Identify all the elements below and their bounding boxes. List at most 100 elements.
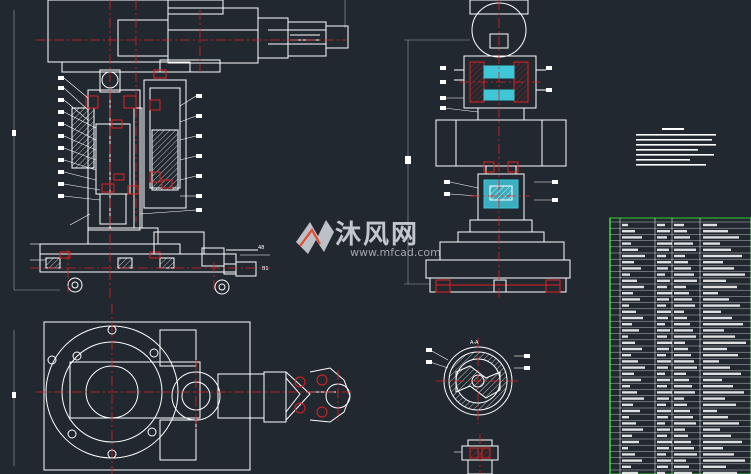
bom-cell-text xyxy=(657,447,669,450)
bom-cell-text xyxy=(622,385,630,388)
bom-cell-text xyxy=(622,397,644,400)
bom-cell-text xyxy=(674,403,687,406)
bom-cell-text xyxy=(622,391,637,394)
bom-cell-text xyxy=(657,428,670,431)
bom-cell-text xyxy=(657,354,666,357)
bom-cell-text xyxy=(674,347,688,351)
bom-cell-text xyxy=(657,248,669,251)
bom-cell-text xyxy=(674,323,690,326)
bom-cell-text xyxy=(674,292,689,295)
bom-cell-text xyxy=(657,459,671,462)
bom-cell-text xyxy=(657,292,672,295)
bom-cell-text xyxy=(674,447,694,450)
bom-cell-text xyxy=(703,329,724,332)
bom-cell-text xyxy=(703,397,725,400)
side-tag: B1 xyxy=(262,266,269,272)
bom-cell-text xyxy=(622,434,632,437)
watermark-logo-icon xyxy=(296,220,334,254)
bom-cell-text xyxy=(657,366,668,369)
bom-cell-text xyxy=(657,316,668,320)
bom-cell-text xyxy=(657,279,670,282)
bom-cell-text xyxy=(657,465,668,468)
bom-cell-text xyxy=(703,409,717,413)
bom-cell-text xyxy=(657,329,670,332)
bom-cell-text xyxy=(622,292,633,295)
bom-cell-text xyxy=(674,230,687,233)
bom-cell-text xyxy=(674,261,688,264)
bom-cell-text xyxy=(703,459,745,462)
bom-cell-text xyxy=(622,416,629,419)
bom-cell-text xyxy=(674,335,696,338)
bom-cell-text xyxy=(622,409,640,413)
bom-cell-text xyxy=(657,323,665,326)
front-view-centerlines xyxy=(30,0,346,300)
bom-cell-text xyxy=(657,385,667,388)
bom-cell-text xyxy=(703,261,723,264)
bom-cell-text xyxy=(657,347,669,351)
bom-cell-text xyxy=(657,230,670,233)
bom-cell-text xyxy=(622,378,641,382)
bom-cell-text xyxy=(622,471,638,474)
bom-cell-text xyxy=(703,267,734,270)
bom-cell-text xyxy=(703,298,729,301)
bom-cell-text xyxy=(622,347,642,351)
bom-cell-text xyxy=(703,273,745,276)
bom-cell-text xyxy=(657,360,671,363)
watermark-url: www.mfcad.com xyxy=(350,246,441,259)
bom-cell-text xyxy=(657,409,671,413)
bom-cell-text xyxy=(622,459,642,462)
bom-cell-text xyxy=(674,366,697,369)
bom-cell-text xyxy=(703,254,742,258)
bom-cell-text xyxy=(657,434,667,437)
bom-cell-text xyxy=(657,223,665,227)
bom-cell-text xyxy=(703,471,737,474)
bom-cell-text xyxy=(703,292,718,295)
bom-cell-text xyxy=(703,310,721,313)
bom-cell-text xyxy=(674,329,693,332)
bom-cell-text xyxy=(657,242,672,245)
bom-cell-text xyxy=(703,465,726,468)
bom-cell-text xyxy=(622,422,636,425)
plan-view xyxy=(12,321,351,471)
bom-cell-text xyxy=(622,465,631,468)
bom-cell-text xyxy=(674,434,688,437)
bom-cell-text xyxy=(674,316,687,320)
bom-cell-text xyxy=(622,447,628,450)
bom-cell-text xyxy=(622,273,630,276)
bom-cell-text xyxy=(703,416,728,419)
bom-cell-text xyxy=(622,440,639,444)
bom-cell-text xyxy=(703,428,720,431)
bom-cell-text xyxy=(703,360,719,363)
bom-cell-text xyxy=(703,236,739,239)
bom-cell-text xyxy=(657,341,672,344)
bom-cell-text xyxy=(622,261,634,264)
bom-cell-text xyxy=(703,391,744,394)
bom-cell-text xyxy=(674,223,684,227)
technical-notes-block xyxy=(636,128,716,166)
bom-cell-text xyxy=(674,385,692,388)
bom-cell-text xyxy=(622,310,636,313)
bom-cell-text xyxy=(674,471,692,474)
bom-cell-text xyxy=(657,335,667,338)
bom-cell-text xyxy=(622,248,638,251)
bom-cell-text xyxy=(657,378,670,382)
bom-cell-text xyxy=(622,279,637,282)
bom-cell-text xyxy=(622,285,644,289)
bom-cell-text xyxy=(703,453,734,456)
bom-cell-text xyxy=(622,366,645,369)
bom-cell-text xyxy=(703,230,728,233)
bom-cell-text xyxy=(657,372,665,375)
bom-cell-text xyxy=(703,434,731,437)
bom-cell-text xyxy=(674,391,695,394)
bom-cell-text xyxy=(703,447,723,450)
bom-cell-text xyxy=(674,273,694,276)
bom-cell-text xyxy=(622,223,628,227)
bom-cell-text xyxy=(703,366,730,369)
front-elevation-view xyxy=(12,0,349,295)
plan-view-centerlines xyxy=(36,304,354,474)
bom-cell-text xyxy=(657,403,666,406)
bom-cell-text xyxy=(674,254,685,258)
bom-cell-text xyxy=(622,323,632,326)
bom-cell-text xyxy=(703,335,735,338)
